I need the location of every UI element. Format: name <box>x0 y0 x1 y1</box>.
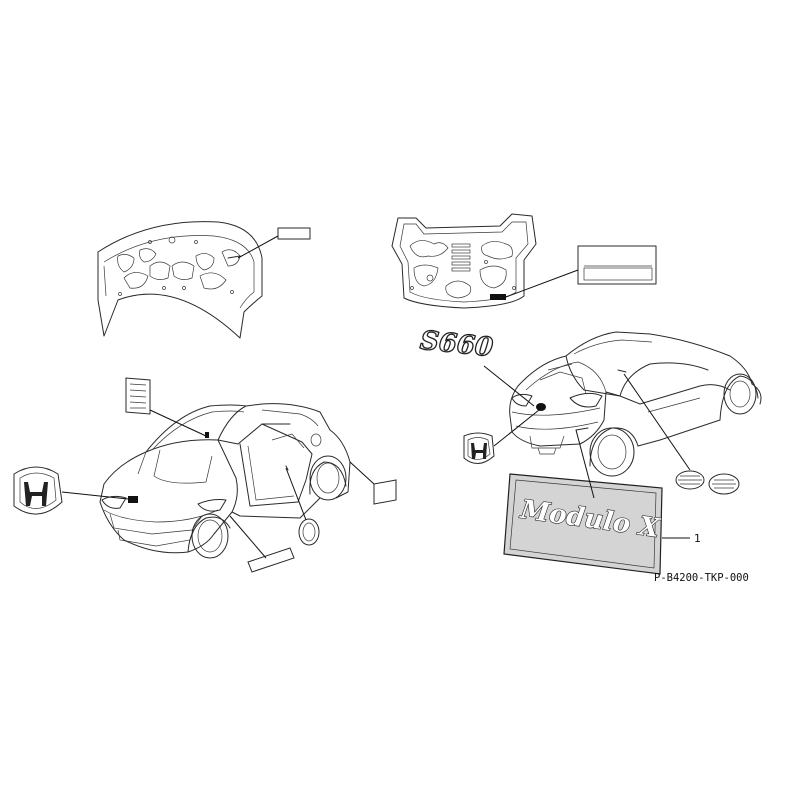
side-sill-label <box>229 515 295 573</box>
front-label-plate <box>125 377 207 437</box>
side-oval-emblem-right <box>623 373 740 495</box>
side-emblem <box>285 467 320 546</box>
engine-lid-caution-label <box>505 245 657 298</box>
rear-honda-emblem <box>463 409 540 464</box>
front-hood-panel <box>97 221 263 339</box>
side-oval-emblem-left <box>675 470 705 490</box>
rear-view-car <box>509 331 762 477</box>
s660-badge-text: S660 <box>419 326 495 363</box>
hood-caution-label <box>237 227 311 259</box>
callout-number-1: 1 <box>694 532 701 545</box>
rear-s660-badge: S660 <box>418 325 535 407</box>
door-frame-label <box>349 461 397 505</box>
engine-lid-panel <box>391 213 537 309</box>
front-honda-emblem <box>13 466 129 515</box>
modulo-x-decal: Modulo X <box>503 429 690 575</box>
diagram-reference-code: P-B4200-TKP-000 <box>654 572 749 584</box>
